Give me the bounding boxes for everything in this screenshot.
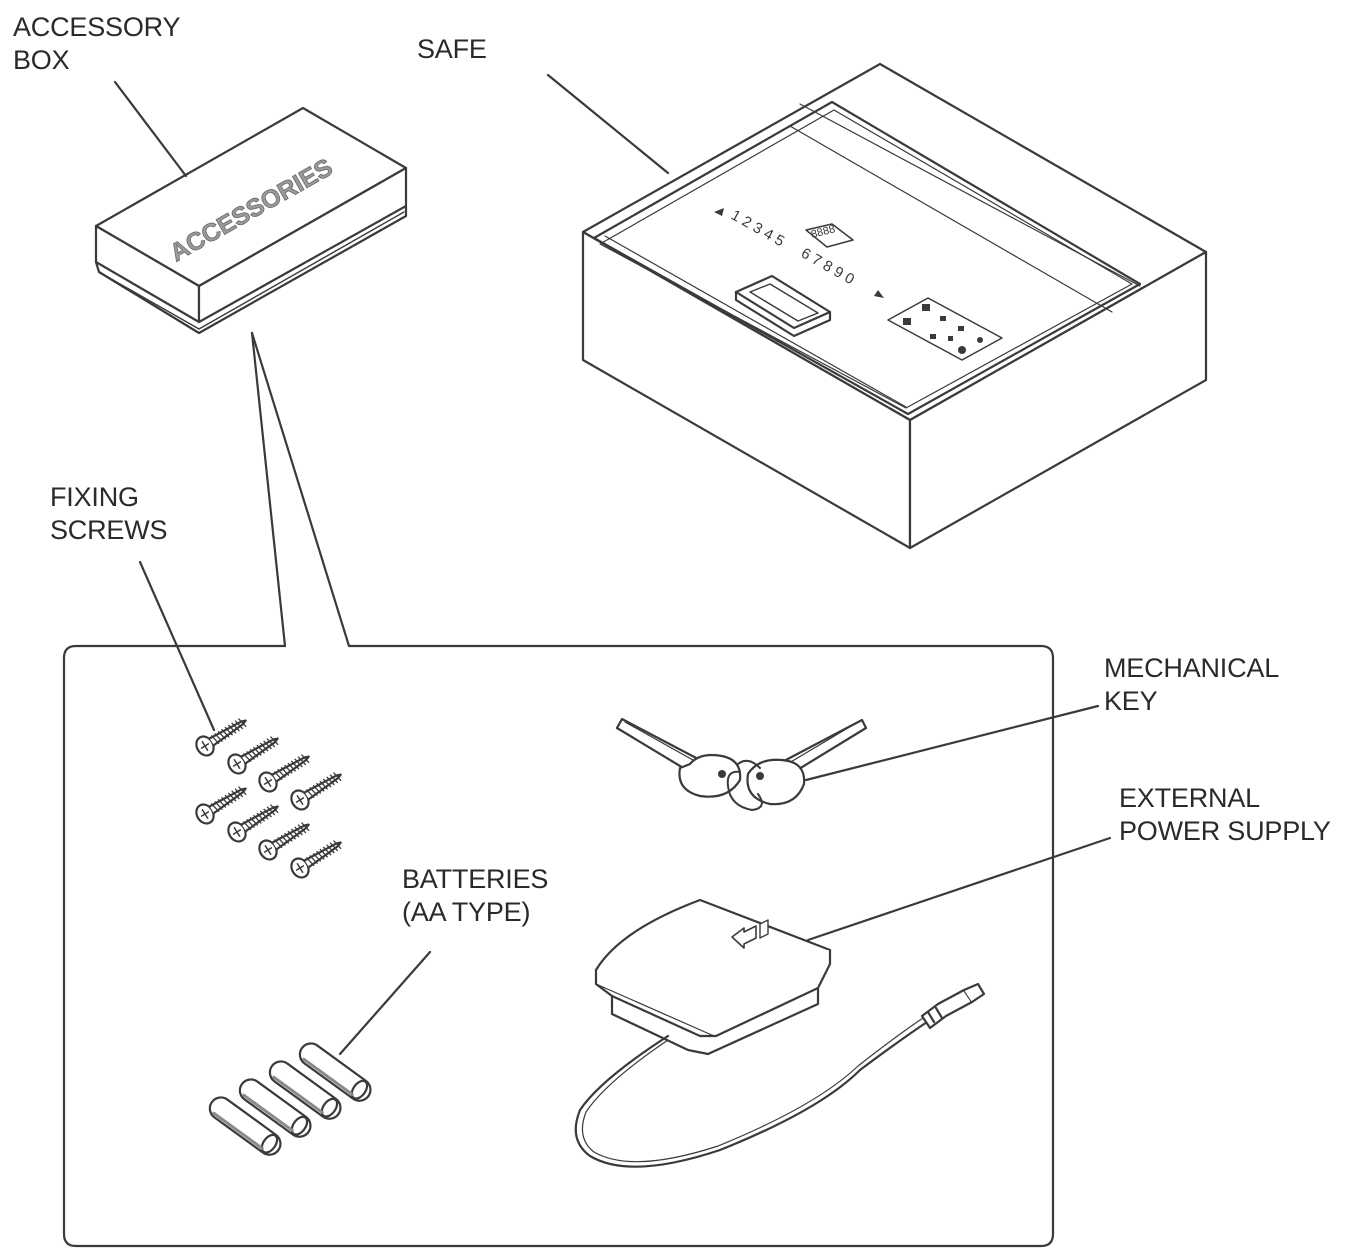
label-batteries: BATTERIES (AA TYPE) (402, 863, 548, 929)
label-external-power-supply-line-1: EXTERNAL (1119, 783, 1260, 813)
label-mechanical-key-line-2: KEY (1104, 686, 1158, 716)
screw (195, 718, 247, 757)
screw (290, 840, 342, 879)
callout-pointer-left (250, 331, 287, 648)
leader-external-power-supply (806, 836, 1112, 942)
label-batteries-line-1: BATTERIES (402, 864, 549, 894)
leader-safe (546, 73, 670, 175)
label-external-power-supply: EXTERNAL POWER SUPPLY (1119, 782, 1331, 848)
label-fixing-screws-line-2: SCREWS (50, 515, 168, 545)
label-mechanical-key: MECHANICAL KEY (1104, 652, 1279, 718)
screw (227, 736, 279, 775)
keypad-arrow-left-icon (714, 208, 724, 216)
screw (258, 754, 310, 793)
label-mechanical-key-line-1: MECHANICAL (1104, 653, 1280, 683)
keypad-arrow-right-icon (874, 290, 884, 298)
battery (268, 1060, 342, 1120)
battery (208, 1096, 282, 1156)
safe-illustration (581, 62, 1208, 550)
callout-frame (62, 644, 1055, 1248)
leader-fixing-screws (138, 560, 216, 732)
mechanical-key-illustration (615, 717, 868, 811)
callout-pointer-right (250, 331, 351, 648)
label-fixing-screws: FIXING SCREWS (50, 481, 168, 547)
leader-mechanical-key (804, 704, 1100, 782)
accessory-box-illustration (94, 106, 408, 335)
label-accessory-box: ACCESSORY BOX (13, 11, 180, 77)
screw (195, 786, 247, 825)
batteries-illustration (208, 1042, 372, 1156)
label-accessory-box-line-2: BOX (13, 45, 70, 75)
label-fixing-screws-line-1: FIXING (50, 482, 139, 512)
fixing-screws-illustration (195, 718, 342, 879)
label-accessory-box-line-1: ACCESSORY (13, 12, 181, 42)
label-safe-text: SAFE (417, 34, 487, 64)
battery (238, 1078, 312, 1138)
label-external-power-supply-line-2: POWER SUPPLY (1119, 816, 1331, 846)
keypad-display: 8888 (810, 223, 837, 241)
screw (227, 804, 279, 843)
label-batteries-line-2: (AA TYPE) (402, 897, 531, 927)
label-safe: SAFE (417, 33, 487, 66)
screw (290, 772, 342, 811)
external-power-supply-illustration (574, 898, 986, 1168)
screw (258, 822, 310, 861)
leader-accessory-box (113, 80, 188, 178)
battery (298, 1042, 372, 1102)
leader-batteries (338, 950, 432, 1056)
